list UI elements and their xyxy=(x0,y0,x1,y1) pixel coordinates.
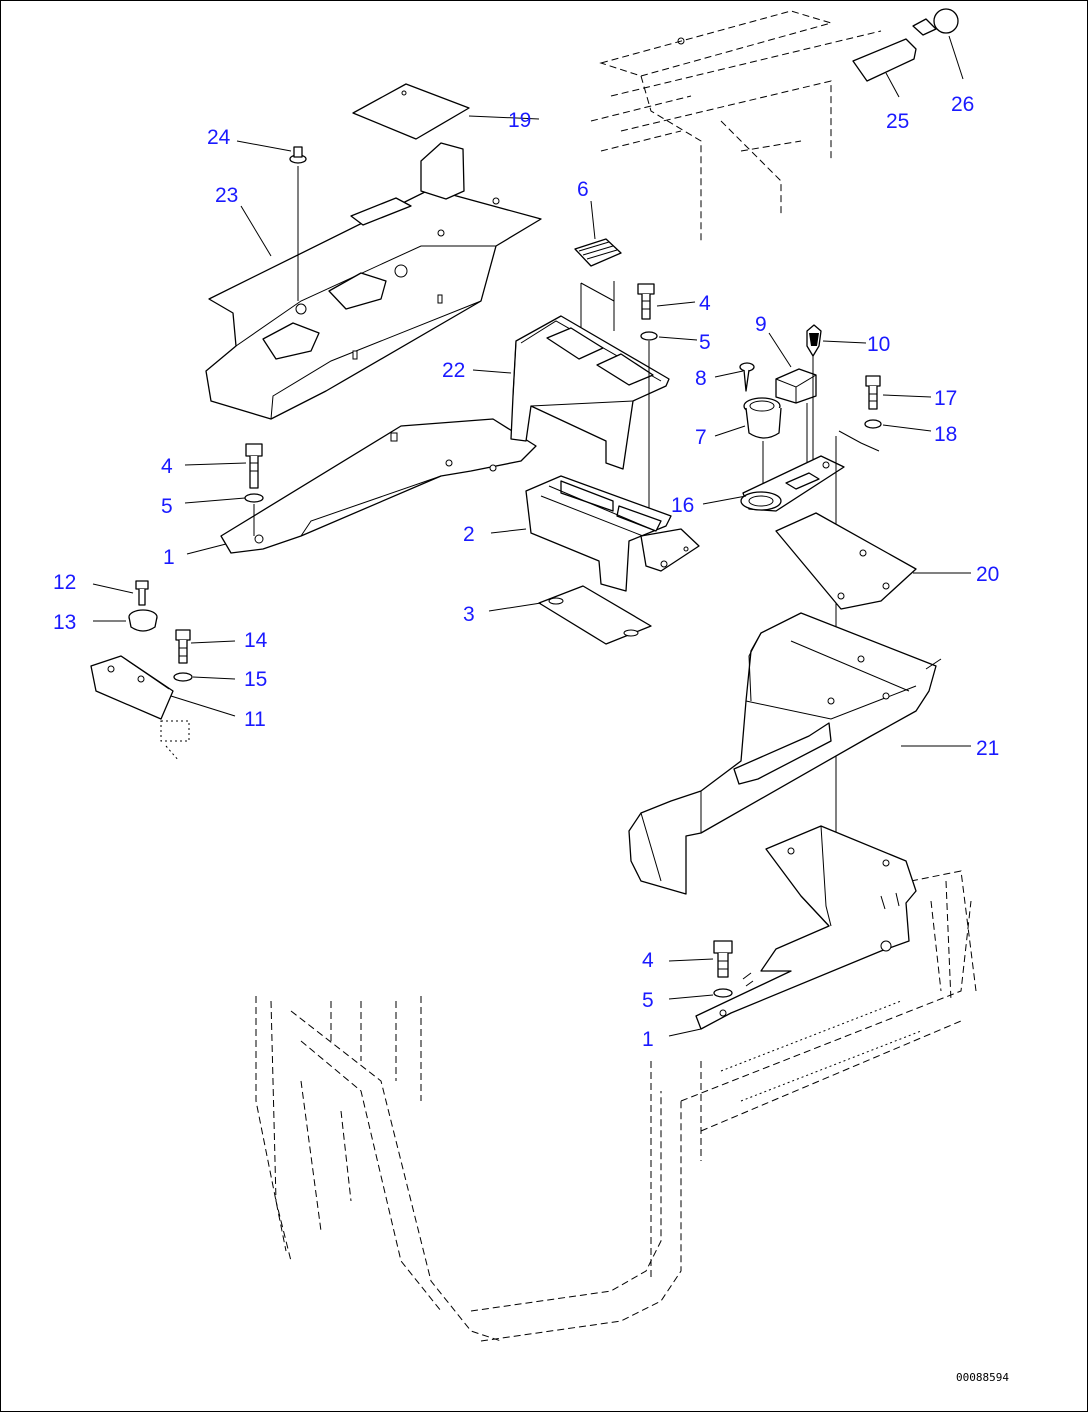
callout-11: 11 xyxy=(244,708,266,731)
callout-1-left: 1 xyxy=(163,546,175,569)
callout-1-lower: 1 xyxy=(642,1028,654,1051)
part-2-switch-panel xyxy=(525,475,700,592)
part-22-center-cover xyxy=(510,315,670,470)
callout-15: 15 xyxy=(244,668,267,691)
part-25-lever-grip xyxy=(852,38,917,82)
callout-labels: 19 24 23 6 4 5 9 10 8 7 17 18 16 22 4 5 … xyxy=(53,93,999,1051)
part-1-right-bracket xyxy=(695,825,917,1030)
part-4-bolt-center xyxy=(637,283,655,320)
callout-23: 23 xyxy=(215,184,238,207)
callout-17: 17 xyxy=(934,387,957,410)
callout-5-left: 5 xyxy=(161,495,173,518)
callout-12: 12 xyxy=(53,571,76,594)
callout-24: 24 xyxy=(207,126,231,149)
callout-22: 22 xyxy=(442,359,465,382)
part-20-floor-plate xyxy=(775,512,917,610)
callout-2: 2 xyxy=(463,523,475,546)
callout-5-center: 5 xyxy=(699,331,711,354)
callout-26: 26 xyxy=(951,93,974,116)
callout-4-center: 4 xyxy=(699,292,711,315)
part-17-bolt xyxy=(865,375,881,410)
part-5-washer-lower xyxy=(713,972,754,998)
part-1-left-bracket xyxy=(220,418,537,554)
callout-5-lower: 5 xyxy=(642,989,654,1012)
callout-9: 9 xyxy=(755,313,767,336)
callout-14: 14 xyxy=(244,629,268,652)
callout-21: 21 xyxy=(976,737,999,760)
part-14-bolt xyxy=(175,629,191,664)
callout-18: 18 xyxy=(934,423,957,446)
part-9-socket xyxy=(775,368,817,473)
part-10-plug xyxy=(806,324,822,471)
part-24-screw xyxy=(289,146,307,301)
callout-4-left: 4 xyxy=(161,455,173,478)
drawing-number: 00088594 xyxy=(956,1371,1009,1384)
part-3-bottom-plate xyxy=(538,585,652,645)
callout-7: 7 xyxy=(695,426,707,449)
callout-3: 3 xyxy=(463,603,475,626)
part-16-holder-plate xyxy=(740,455,845,512)
cab-roof-frame xyxy=(590,10,882,241)
part-6-switch-cap xyxy=(574,238,622,331)
leader-lines xyxy=(92,35,971,1037)
callout-4-lower: 4 xyxy=(642,949,654,972)
part-12-bolt xyxy=(135,580,149,606)
cab-floor-frame xyxy=(255,870,977,1342)
callout-8: 8 xyxy=(695,367,707,390)
callout-20: 20 xyxy=(976,563,999,586)
part-26-knob xyxy=(912,8,959,36)
part-7-cup-holder xyxy=(743,397,782,496)
part-13-grommet xyxy=(128,609,158,632)
part-4-bolt-left xyxy=(245,443,263,489)
callout-25: 25 xyxy=(886,110,909,133)
part-4-bolt-lower xyxy=(713,940,733,978)
callout-16: 16 xyxy=(671,494,694,517)
part-15-washer xyxy=(173,672,193,682)
part-8-screw xyxy=(739,362,755,392)
callout-19: 19 xyxy=(508,109,531,132)
part-5-washer-center xyxy=(640,331,658,511)
part-19-cover-plate xyxy=(352,83,470,140)
callout-10: 10 xyxy=(867,333,890,356)
callout-13: 13 xyxy=(53,611,76,634)
part-23-left-console-cover xyxy=(205,142,542,420)
part-21-right-console xyxy=(628,612,942,895)
callout-6: 6 xyxy=(577,178,589,201)
part-11-cover xyxy=(90,655,190,762)
